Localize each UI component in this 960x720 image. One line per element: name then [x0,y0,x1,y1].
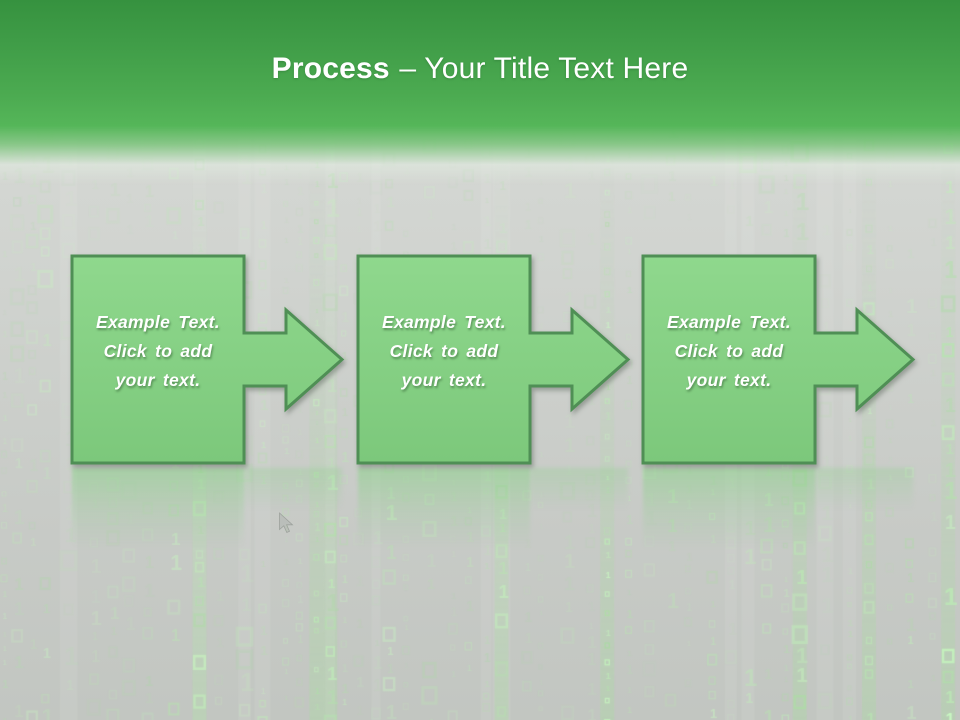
process-step-2[interactable]: Example Text. Click to add your text. [356,254,636,469]
step-reflection [72,468,244,560]
step-text-line: Click to add [674,341,784,361]
step-text-line: Click to add [103,341,213,361]
step-reflection [643,468,815,560]
process-step-1[interactable]: Example Text. Click to add your text. [70,254,350,469]
arrow-reflection [815,468,913,514]
process-box-arrow-shape [356,254,631,465]
process-box-arrow-shape [641,254,916,465]
step-text-line: Example Text. [667,312,791,332]
process-step-3[interactable]: Example Text. Click to add your text. [641,254,921,469]
slide-title[interactable]: Process – Your Title Text Here [0,52,960,86]
step-text-placeholder[interactable]: Example Text. Click to add your text. [358,248,530,455]
title-rest-text: – Your Title Text Here [399,52,689,85]
step-text-placeholder[interactable]: Example Text. Click to add your text. [72,248,244,455]
step-text-line: Example Text. [96,312,220,332]
mouse-pointer-icon [279,512,294,534]
step-text-line: Click to add [389,341,499,361]
step-text-placeholder[interactable]: Example Text. Click to add your text. [643,248,815,455]
step-text-line: Example Text. [382,312,506,332]
step-reflection [358,468,530,560]
step-text-line: your text. [115,370,201,390]
process-box-arrow-shape [70,254,345,465]
arrow-reflection [244,468,342,514]
step-text-line: your text. [401,370,487,390]
slide-header: Process – Your Title Text Here [0,0,960,185]
title-bold-text: Process [271,52,390,85]
step-text-line: your text. [686,370,772,390]
arrow-reflection [530,468,628,514]
